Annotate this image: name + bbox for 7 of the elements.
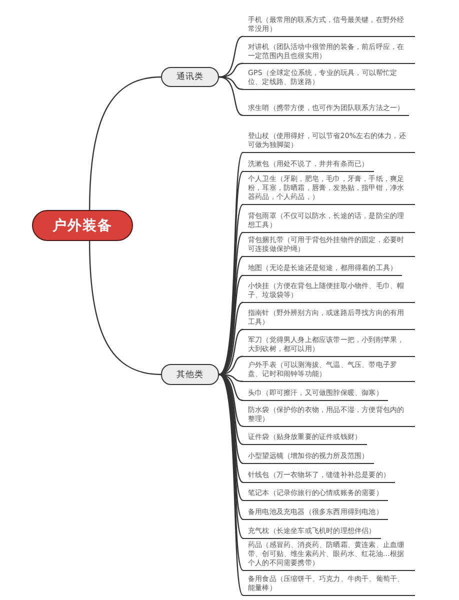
connector-line: [218, 76, 244, 116]
connector-line: [88, 240, 162, 376]
connector-line: [88, 76, 162, 210]
connector-line: [218, 36, 244, 78]
branch-topic: 通讯类: [161, 67, 219, 87]
branch-topic: 其他类: [161, 364, 219, 385]
central-topic: 户外装备: [32, 210, 133, 241]
